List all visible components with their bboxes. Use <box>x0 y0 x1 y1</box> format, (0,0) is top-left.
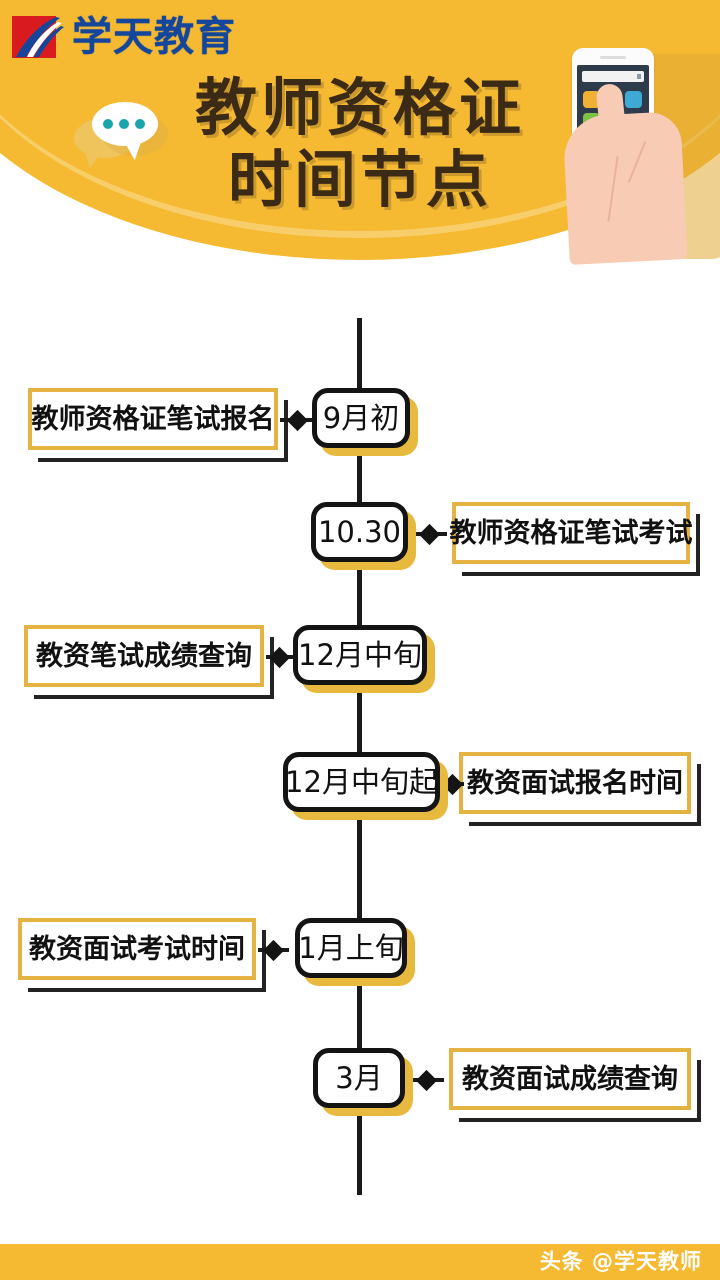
connector-stub <box>410 1078 419 1082</box>
timeline-node[interactable]: 1月上旬 <box>295 918 407 978</box>
timeline-label-box[interactable]: 教师资格证笔试报名 <box>28 388 288 462</box>
timeline: 教师资格证笔试报名 9月初 10.30 教师资格证笔试考试 <box>0 300 720 1230</box>
footer-bar: 头条 @学天教师 <box>0 1244 720 1280</box>
speech-bubble-icon <box>72 96 182 186</box>
connector-diamond-icon <box>415 1069 438 1091</box>
timeline-label-box[interactable]: 教师资格证笔试考试 <box>449 502 700 576</box>
timeline-label-box[interactable]: 教资笔试成绩查询 <box>24 625 274 699</box>
timeline-label-text: 教资笔试成绩查询 <box>36 640 252 672</box>
label-box-outline <box>28 930 266 992</box>
phone-app-icon <box>625 91 642 108</box>
phone-search-bar-icon <box>582 71 644 82</box>
label-box-inner: 教资面试成绩查询 <box>449 1048 691 1110</box>
speech-bubble-front <box>92 102 158 146</box>
speech-bubble-dots <box>103 119 145 129</box>
timeline-label-text: 教师资格证笔试考试 <box>449 517 693 549</box>
connector-stub <box>258 948 266 952</box>
brand-logo[interactable]: 学天教育 <box>12 14 236 60</box>
timeline-connector <box>258 939 292 961</box>
label-box-inner: 教资面试考试时间 <box>18 918 256 980</box>
timeline-connector <box>280 409 318 431</box>
road-swoosh-logo-icon <box>12 14 64 60</box>
connector-diamond-icon <box>286 409 309 431</box>
timeline-node-text: 3月 <box>335 1060 383 1095</box>
label-box-outline <box>462 514 700 576</box>
timeline-row: 10.30 教师资格证笔试考试 <box>0 502 720 598</box>
label-box-inner: 教师资格证笔试报名 <box>28 388 278 450</box>
timeline-node[interactable]: 3月 <box>313 1048 405 1108</box>
timeline-connector <box>413 523 451 545</box>
hand-shape <box>562 111 688 265</box>
timeline-node[interactable]: 12月中旬 <box>293 625 427 685</box>
connector-stub <box>281 948 289 952</box>
timeline-row: 12月中旬起 教资面试报名时间 <box>0 752 720 848</box>
label-box-inner: 教师资格证笔试考试 <box>449 502 693 564</box>
timeline-label-text: 教资面试报名时间 <box>467 767 683 799</box>
label-box-inner: 教资笔试成绩查询 <box>24 625 264 687</box>
timeline-row: 教师资格证笔试报名 9月初 <box>0 388 720 484</box>
timeline-connector <box>266 646 296 668</box>
timeline-connector <box>410 1069 448 1091</box>
timeline-connector <box>441 773 465 795</box>
connector-stub <box>413 532 422 536</box>
timeline-label-text: 教资面试成绩查询 <box>462 1063 678 1095</box>
header-banner: 学天教育 <box>0 0 720 300</box>
connector-diamond-icon <box>418 523 441 545</box>
connector-stub <box>434 1078 444 1082</box>
timeline-node-text: 1月上旬 <box>298 930 404 965</box>
timeline-node[interactable]: 9月初 <box>312 388 410 448</box>
connector-stub <box>305 418 315 422</box>
timeline-row: 教资面试考试时间 1月上旬 <box>0 918 720 1014</box>
phone-speaker <box>600 56 626 59</box>
timeline-row: 3月 教资面试成绩查询 <box>0 1048 720 1144</box>
timeline-label-text: 教师资格证笔试报名 <box>31 403 275 435</box>
timeline-label-box[interactable]: 教资面试报名时间 <box>459 752 701 826</box>
timeline-node[interactable]: 12月中旬起 <box>283 752 440 812</box>
footer-watermark: 头条 @学天教师 <box>539 1249 702 1274</box>
timeline-label-box[interactable]: 教资面试成绩查询 <box>449 1048 701 1122</box>
connector-stub <box>437 532 447 536</box>
connector-stub <box>280 418 290 422</box>
connector-diamond-icon <box>262 939 285 961</box>
timeline-node-text: 12月中旬起 <box>285 764 438 799</box>
timeline-row: 教资笔试成绩查询 12月中旬 <box>0 625 720 721</box>
timeline-label-text: 教资面试考试时间 <box>29 933 245 965</box>
hand-holding-phone-icon <box>552 44 720 265</box>
timeline-node[interactable]: 10.30 <box>311 502 408 562</box>
label-box-outline <box>38 400 288 462</box>
header-arc-line <box>0 0 720 238</box>
timeline-label-box[interactable]: 教资面试考试时间 <box>18 918 266 992</box>
connector-diamond-icon <box>441 773 464 795</box>
connector-diamond-icon <box>268 646 291 668</box>
brand-logo-text: 学天教育 <box>72 14 236 60</box>
label-box-outline <box>34 637 274 699</box>
timeline-node-text: 10.30 <box>317 514 402 549</box>
label-box-outline <box>469 764 701 826</box>
label-box-inner: 教资面试报名时间 <box>459 752 691 814</box>
timeline-node-text: 9月初 <box>322 400 400 435</box>
timeline-node-text: 12月中旬 <box>298 637 422 672</box>
label-box-outline <box>459 1060 701 1122</box>
